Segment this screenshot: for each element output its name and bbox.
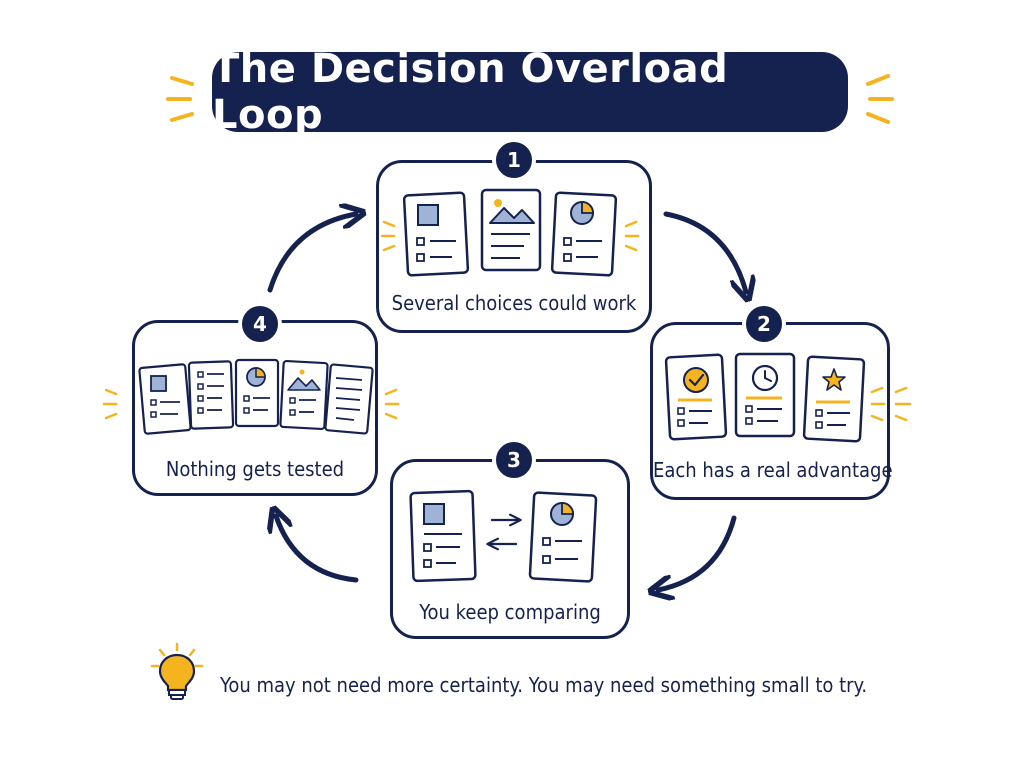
tip-text: You may not need more certainty. You may… [220, 673, 868, 697]
step-2-badge: 2 [742, 302, 786, 346]
pie-card-icon [550, 191, 618, 277]
square-card-icon [138, 363, 192, 435]
step-2-caption: Each has a real advantage [653, 458, 893, 482]
title-left-sparkle-icon [166, 76, 194, 122]
page-title: The Decision Overload Loop [212, 46, 729, 138]
arrow-step-4-to-1-icon [267, 214, 356, 293]
list-card-icon [187, 360, 235, 430]
arrow-step-3-to-4-icon [276, 516, 359, 583]
title-banner: The Decision Overload Loop [212, 46, 848, 138]
mountain-card-icon [279, 359, 329, 431]
lightbulb-icon [150, 642, 204, 700]
lines-card-icon [324, 363, 374, 435]
star-card-icon [802, 355, 866, 443]
clock-card-icon [734, 352, 796, 438]
arrow-step-2-to-3-icon [658, 515, 737, 590]
pie-card-icon [234, 358, 280, 428]
checkmark-card-icon [664, 353, 728, 441]
compare-left-card-icon [409, 489, 477, 583]
square-card-icon [402, 191, 470, 277]
step-3-badge: 3 [492, 438, 536, 482]
step-1-sparkle-icon [380, 220, 640, 252]
step-3-caption: You keep comparing [419, 600, 601, 624]
step-4-sparkle-icon [102, 388, 400, 420]
step-1-badge: 1 [492, 138, 536, 182]
arrow-step-1-to-2-icon [663, 211, 746, 292]
compare-right-card-icon [528, 491, 598, 583]
step-2-sparkle-icon [870, 386, 912, 422]
mountain-card-icon [480, 188, 542, 272]
step-4-caption: Nothing gets tested [165, 457, 345, 481]
title-right-sparkle-icon [866, 74, 894, 124]
step-4-badge: 4 [238, 302, 282, 346]
arrows-icon [486, 513, 522, 551]
step-1-caption: Several choices could work [391, 291, 637, 315]
